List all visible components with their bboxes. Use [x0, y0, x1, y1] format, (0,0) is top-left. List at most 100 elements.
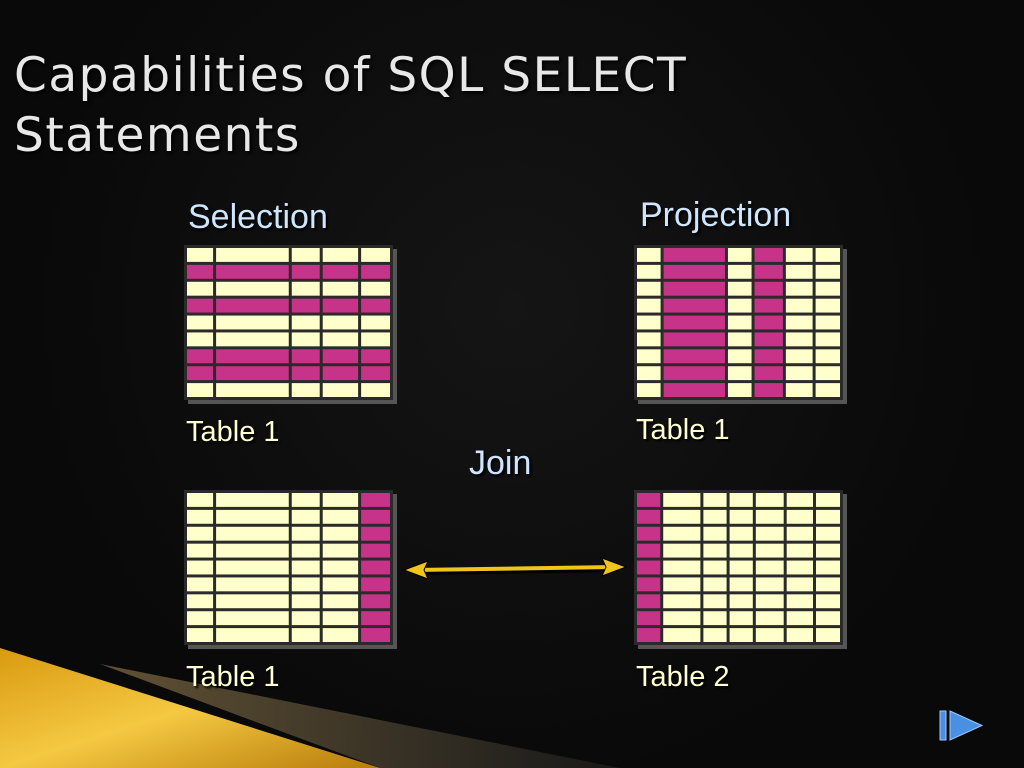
- highlighted-cell: [361, 509, 390, 524]
- table-cell: [816, 493, 840, 507]
- table-cell: [216, 543, 289, 558]
- highlighted-cell: [361, 628, 390, 642]
- highlighted-cell: [754, 332, 783, 347]
- table-cell: [729, 611, 753, 626]
- table-cell: [786, 560, 814, 575]
- table-cell: [187, 628, 214, 642]
- highlighted-cell: [663, 366, 725, 381]
- table-cell: [815, 383, 840, 397]
- highlighted-cell: [663, 264, 725, 279]
- table-cell: [322, 611, 359, 626]
- table-cell: [291, 315, 320, 330]
- slide-title-line-1: Capabilities of SQL SELECT: [14, 48, 688, 103]
- highlighted-cell: [322, 298, 359, 313]
- table-cell: [637, 248, 661, 262]
- next-slide-icon[interactable]: [936, 706, 986, 746]
- table-cell: [703, 526, 727, 541]
- highlighted-cell: [361, 298, 390, 313]
- table-cell: [816, 628, 840, 642]
- table-cell: [727, 248, 752, 262]
- table-cell: [637, 366, 661, 381]
- table-cell: [291, 526, 320, 541]
- highlighted-cell: [637, 526, 661, 541]
- table-cell: [703, 577, 727, 592]
- table-cell: [755, 493, 784, 507]
- highlighted-cell: [361, 560, 390, 575]
- table-cell: [727, 349, 752, 364]
- selection-table-grid: [184, 245, 393, 400]
- highlighted-cell: [754, 315, 783, 330]
- table-cell: [361, 332, 390, 347]
- table-cell: [815, 248, 840, 262]
- table-cell: [187, 383, 214, 397]
- table-cell: [663, 509, 701, 524]
- table-cell: [216, 383, 289, 397]
- table-cell: [786, 543, 814, 558]
- table-cell: [216, 594, 289, 609]
- table-cell: [727, 298, 752, 313]
- table-cell: [216, 611, 289, 626]
- table-cell: [786, 509, 814, 524]
- table-cell: [663, 611, 701, 626]
- table-cell: [291, 509, 320, 524]
- highlighted-cell: [637, 543, 661, 558]
- highlighted-cell: [754, 281, 783, 296]
- table-cell: [637, 349, 661, 364]
- table-cell: [663, 628, 701, 642]
- highlighted-cell: [637, 560, 661, 575]
- table-cell: [727, 332, 752, 347]
- table-cell: [187, 577, 214, 592]
- table-cell: [361, 315, 390, 330]
- highlighted-cell: [754, 298, 783, 313]
- table-cell: [729, 560, 753, 575]
- slide-title-line-2: Statements: [14, 108, 301, 164]
- table-cell: [703, 560, 727, 575]
- table-cell: [816, 526, 840, 541]
- table-cell: [637, 315, 661, 330]
- table-cell: [187, 315, 214, 330]
- table-cell: [816, 577, 840, 592]
- join-right-table-caption: Table 2: [636, 661, 730, 693]
- highlighted-cell: [361, 543, 390, 558]
- highlighted-cell: [291, 264, 320, 279]
- table-cell: [291, 281, 320, 296]
- table-cell: [187, 594, 214, 609]
- highlighted-cell: [637, 577, 661, 592]
- table-cell: [216, 315, 289, 330]
- table-cell: [322, 543, 359, 558]
- table-cell: [729, 594, 753, 609]
- join-left-table-grid: [184, 490, 393, 645]
- highlighted-cell: [322, 366, 359, 381]
- highlighted-cell: [754, 248, 783, 262]
- highlighted-cell: [291, 366, 320, 381]
- highlighted-cell: [754, 383, 783, 397]
- table-cell: [291, 628, 320, 642]
- projection-table-grid: [634, 245, 843, 400]
- table-cell: [637, 332, 661, 347]
- table-cell: [755, 594, 784, 609]
- table-cell: [322, 526, 359, 541]
- highlighted-cell: [637, 628, 661, 642]
- table-cell: [815, 366, 840, 381]
- table-cell: [727, 366, 752, 381]
- table-cell: [291, 577, 320, 592]
- table-cell: [786, 526, 814, 541]
- table-cell: [663, 526, 701, 541]
- table-cell: [216, 281, 289, 296]
- table-cell: [816, 611, 840, 626]
- table-cell: [785, 315, 813, 330]
- table-cell: [216, 509, 289, 524]
- table-cell: [322, 281, 359, 296]
- table-cell: [785, 349, 813, 364]
- table-cell: [322, 560, 359, 575]
- table-cell: [785, 298, 813, 313]
- table-cell: [637, 298, 661, 313]
- table-cell: [322, 628, 359, 642]
- table-cell: [187, 332, 214, 347]
- projection-heading: Projection: [640, 196, 792, 234]
- table-cell: [755, 543, 784, 558]
- table-cell: [322, 509, 359, 524]
- highlighted-cell: [637, 493, 661, 507]
- table-cell: [216, 526, 289, 541]
- table-cell: [816, 560, 840, 575]
